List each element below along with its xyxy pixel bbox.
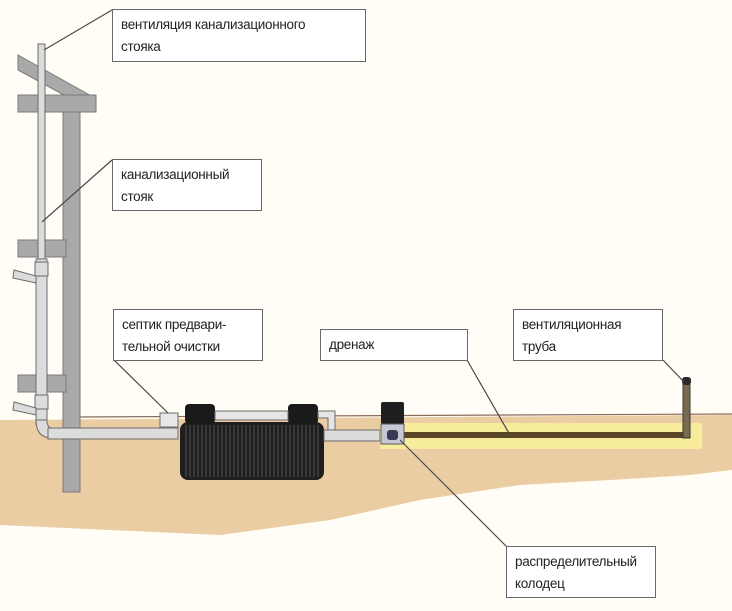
pipe-to-well	[323, 429, 381, 442]
sewer-riser	[12, 43, 53, 439]
label-well-line2: колодец	[515, 576, 565, 591]
vent-pipe-cap	[682, 377, 691, 385]
label-riser-line2: стояк	[121, 189, 154, 204]
leader-septic	[113, 359, 169, 414]
septic-inlet-fitting	[159, 412, 179, 428]
label-drainage-line1: дренаж	[329, 337, 375, 352]
septic-top-connector	[214, 410, 289, 421]
septic-tank-body	[180, 422, 324, 480]
leader-vent-pipe	[662, 359, 685, 383]
label-drainage: дренаж	[320, 329, 468, 361]
label-riser-vent: вентиляция канализационного стояка	[112, 9, 366, 62]
label-riser-vent-line1: вентиляция канализационного	[121, 17, 306, 32]
label-distribution-well: распределительный колодец	[506, 546, 656, 598]
septic-tank	[180, 404, 336, 480]
label-well-line1: распределительный	[515, 554, 637, 569]
vent-pipe	[682, 379, 691, 439]
riser-joint-1	[34, 261, 49, 277]
label-vent-pipe-line1: вентиляционная	[522, 317, 622, 332]
drain-pipe	[398, 432, 688, 438]
label-septic-line1: септик предвари-	[122, 317, 227, 332]
house-wall	[62, 111, 81, 493]
label-riser: канализационный стояк	[112, 159, 262, 211]
label-septic-line2: тельной очистки	[122, 339, 220, 354]
distribution-well	[380, 402, 405, 445]
label-vent-pipe-line2: труба	[522, 339, 556, 354]
branch-inlet-2	[12, 401, 37, 416]
top-beam	[17, 94, 97, 113]
label-riser-vent-line2: стояка	[121, 39, 161, 54]
well-top	[381, 402, 404, 424]
leader-riser-vent	[43, 9, 113, 51]
septic-hatch-1	[185, 404, 215, 424]
leader-drainage	[466, 359, 511, 436]
label-riser-line1: канализационный	[121, 167, 230, 182]
leader-riser	[41, 159, 113, 223]
branch-inlet-1	[12, 269, 37, 284]
leader-well	[399, 439, 509, 549]
septic-tank-ribs	[185, 425, 319, 477]
label-septic: септик предвари- тельной очистки	[113, 309, 263, 361]
septic-hatch-2	[288, 404, 318, 424]
well-window	[387, 430, 398, 440]
outlet-pipe	[47, 427, 179, 440]
label-vent-pipe: вентиляционная труба	[513, 309, 663, 361]
riser-joint-2	[34, 394, 49, 410]
leader-lines	[41, 9, 685, 549]
riser-vent-top	[37, 43, 46, 260]
